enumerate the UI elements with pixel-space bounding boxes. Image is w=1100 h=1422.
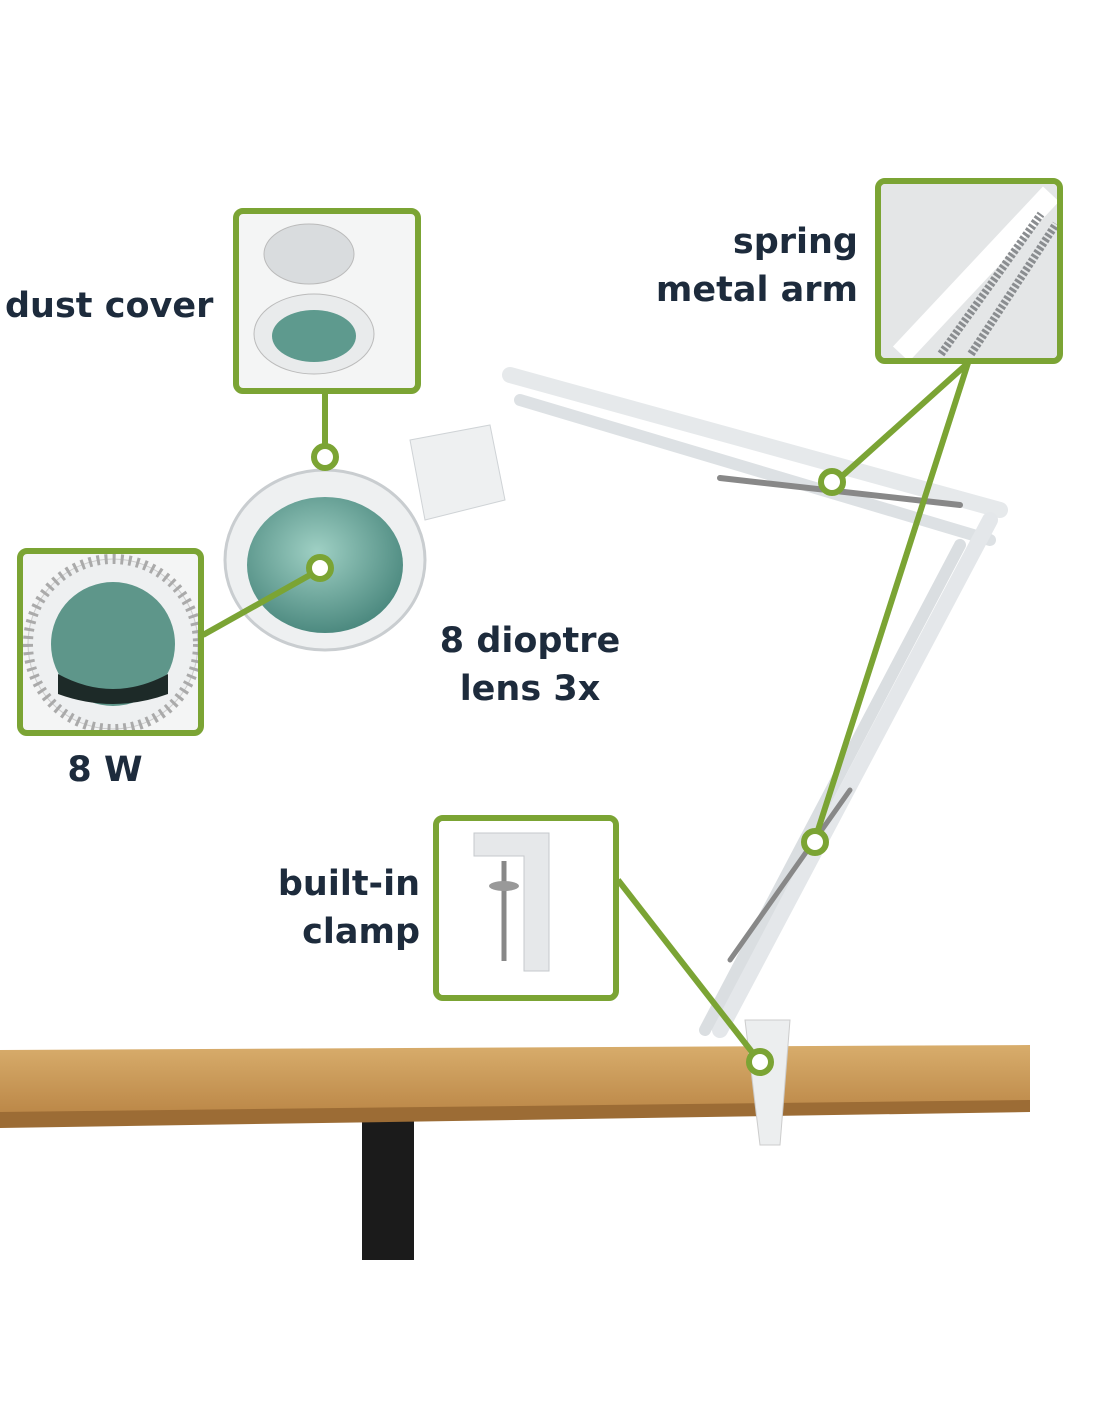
inset-dust-cover (233, 208, 421, 394)
label-lens-line2: lens 3x (459, 669, 601, 709)
table-leg (362, 1110, 414, 1260)
label-spring-arm: spring metal arm (656, 218, 858, 314)
inset-led-ring (17, 548, 204, 736)
dust-cover-photo (253, 223, 375, 375)
label-clamp-line2: clamp (302, 912, 420, 952)
callout-marker (306, 554, 334, 582)
inset-spring-arm (875, 178, 1063, 364)
lamp (223, 367, 1008, 1146)
led-ring-photo (23, 554, 198, 730)
callout-connectors (201, 360, 971, 1076)
callout-marker (801, 828, 829, 856)
label-clamp: built-in clamp (278, 860, 420, 956)
label-clamp-line1: built-in (277, 864, 420, 904)
callout-marker (311, 443, 339, 471)
label-lens-line1: 8 dioptre (439, 621, 621, 661)
callout-marker (818, 468, 846, 496)
inset-clamp (433, 815, 619, 1001)
label-lens: 8 dioptre lens 3x (420, 617, 640, 713)
label-spring-line1: spring (732, 222, 858, 262)
lamp-head-housing (409, 424, 506, 521)
label-power: 8 W (67, 750, 143, 790)
clamp-photo (439, 821, 613, 995)
callout-marker (746, 1048, 774, 1076)
table (0, 1045, 1030, 1260)
label-spring-line2: metal arm (655, 270, 858, 310)
label-dust-cover: dust cover (5, 286, 214, 326)
spring-arm-photo (881, 184, 1057, 358)
